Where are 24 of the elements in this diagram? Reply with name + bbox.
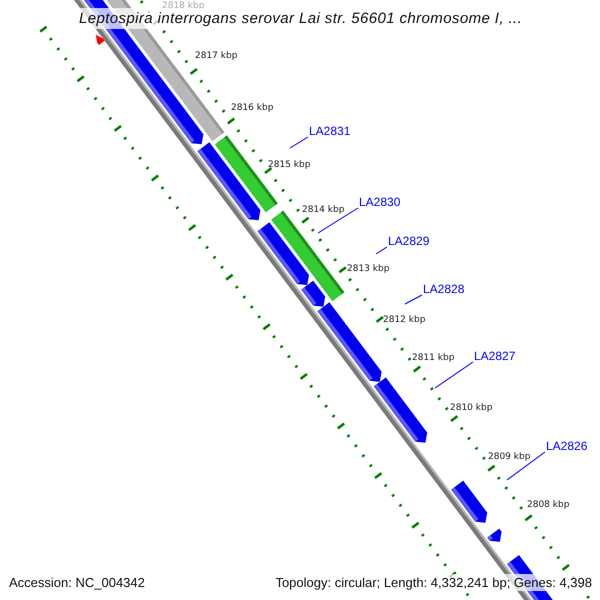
scale-tick-label: 2817 kbp	[195, 51, 238, 61]
gene-label: LA2827	[474, 349, 516, 363]
scale-tick-label: 2813 kbp	[347, 264, 390, 274]
gene-label: LA2831	[309, 124, 350, 138]
leader-line	[376, 246, 388, 254]
scale-tick-label: 2818 kbp	[162, 1, 204, 11]
scale-tick-label: 2808 kbp	[527, 500, 570, 510]
scale-tick-label: 2815 kbp	[268, 160, 310, 170]
scale-tick-label: 2811 kbp	[412, 353, 454, 363]
genome-summary-text: Topology: circular; Length: 4,332,241 bp; Genes: 4,398	[273, 574, 594, 591]
leader-line	[404, 294, 422, 304]
leader-line	[506, 452, 546, 480]
gene-label: LA2826	[546, 439, 588, 453]
gene-label: LA2828	[423, 282, 464, 296]
scale-tick-label: 2810 kbp	[450, 403, 492, 413]
gene-label: LA2830	[359, 195, 400, 209]
scale-tick-label: 2812 kbp	[383, 315, 426, 325]
leader-line	[318, 208, 358, 234]
scale-tick-label: 2809 kbp	[488, 452, 530, 462]
leader-line	[434, 362, 474, 388]
scale-tick-label: 2816 kbp	[231, 103, 274, 113]
scale-tick-label: 2814 kbp	[302, 205, 344, 215]
gene-label: LA2829	[388, 234, 430, 248]
leader-line	[290, 136, 308, 148]
